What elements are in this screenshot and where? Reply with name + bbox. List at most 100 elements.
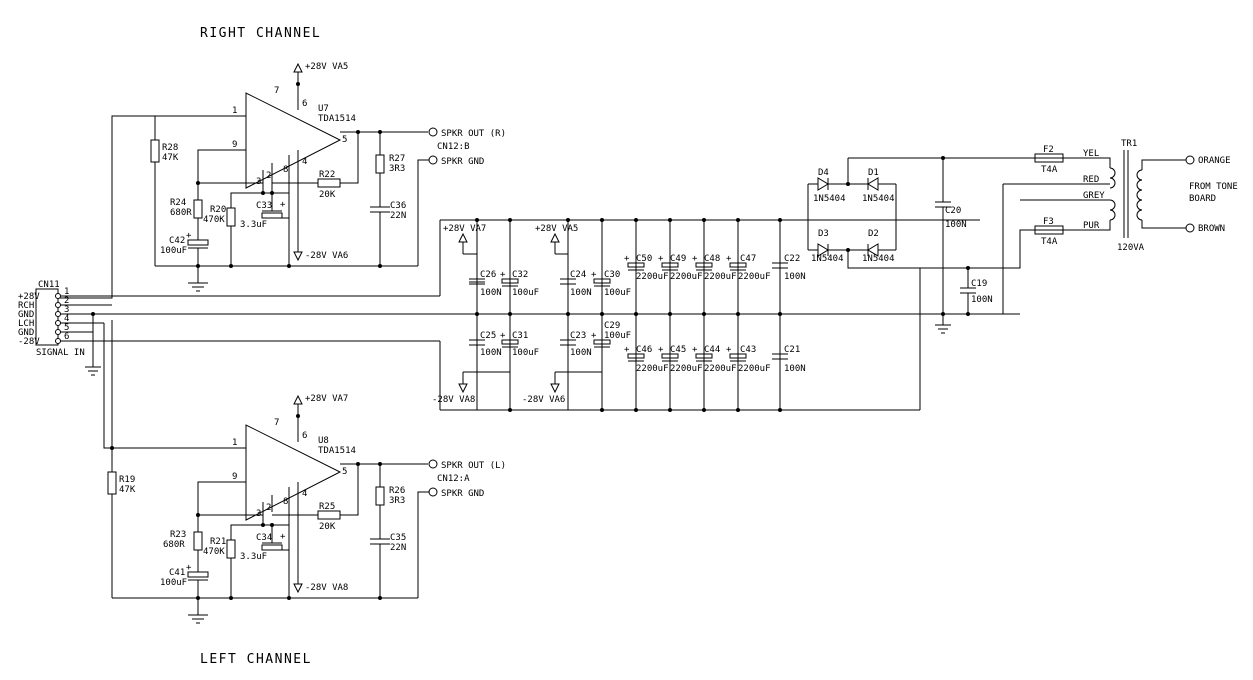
d4-diode — [817, 177, 829, 191]
c48-ref: C48 — [704, 254, 720, 264]
r26-value: 3R3 — [389, 496, 405, 506]
top-capacitor-row: C26 100N + C32 100uF C24 100N + C30 100u… — [469, 254, 806, 298]
cn11-pin1-num: 1 — [64, 287, 69, 297]
c26-ref: C26 — [480, 270, 496, 280]
c36-value: 22N — [390, 211, 406, 221]
c33-capacitor — [261, 212, 283, 219]
u8-amplifier-symbol — [245, 424, 342, 521]
r20-value: 470K — [203, 215, 225, 225]
c25-value: 100N — [480, 348, 502, 358]
r22-value: 20K — [319, 190, 336, 200]
u7-pin6: 6 — [302, 99, 307, 109]
right-channel-amplifier: U7 TDA1514 1 R28 47K 9 R24 680R C42 100u… — [58, 62, 506, 299]
cn11-pin2-label: RCH — [18, 301, 34, 311]
d1-ref: D1 — [868, 168, 879, 178]
r26-resistor — [375, 486, 385, 506]
r23-value: 680R — [163, 540, 185, 550]
primary-orange: ORANGE — [1198, 156, 1231, 166]
f2-ref: F2 — [1043, 145, 1054, 155]
c29-ref: C29 — [604, 321, 620, 331]
d3-diode — [817, 243, 829, 257]
u7-pin9: 9 — [232, 140, 237, 150]
u8-vneg: -28V VA8 — [305, 583, 348, 593]
c41-capacitor — [187, 571, 209, 578]
c24-value: 100N — [570, 288, 592, 298]
c43-value: 2200uF — [738, 364, 771, 374]
r22-resistor — [317, 178, 341, 188]
d4-ref: D4 — [818, 168, 829, 178]
f3-value: T4A — [1041, 237, 1058, 247]
rail-va7-pos: +28V VA7 — [443, 224, 486, 234]
c45-value: 2200uF — [670, 364, 703, 374]
cn12b-label: CN12:B — [437, 142, 470, 152]
u8-pin6: 6 — [302, 431, 307, 441]
primary-brown: BROWN — [1198, 224, 1225, 234]
cn11-ref: CN11 — [38, 280, 60, 290]
u7-pin3: 3 — [256, 177, 261, 187]
c32-ref: C32 — [512, 270, 528, 280]
supply-filter-bank: +28V VA7 +28V VA5 -28V VA8 -28V VA6 — [432, 218, 980, 412]
c23-ref: C23 — [570, 331, 586, 341]
c19-ref: C19 — [971, 279, 987, 289]
svg-text:+: + — [624, 254, 630, 264]
c34-ref: C34 — [256, 533, 272, 543]
d1-part: 1N5404 — [862, 194, 895, 204]
c46-ref: C46 — [636, 345, 652, 355]
c43-ref: C43 — [740, 345, 756, 355]
c41-value: 100uF — [160, 578, 187, 588]
u8-pin5: 5 — [342, 467, 347, 477]
spkr-gnd-r-terminal — [428, 155, 438, 165]
cn11-pin4-num: 4 — [64, 314, 69, 324]
c24-ref: C24 — [570, 270, 586, 280]
c32-value: 100uF — [512, 288, 539, 298]
r23-ref: R23 — [170, 530, 186, 540]
c35-value: 22N — [390, 543, 406, 553]
cn11-pin5-label: GND — [18, 328, 34, 338]
r24-ref: R24 — [170, 198, 186, 208]
c33-ref: C33 — [256, 201, 272, 211]
spkr-out-r-label: SPKR OUT (R) — [441, 129, 506, 139]
c42-ref: C42 — [169, 236, 185, 246]
d2-part: 1N5404 — [862, 254, 895, 264]
r19-resistor — [107, 471, 117, 495]
cn11-pin2-num: 2 — [64, 296, 69, 306]
r23-resistor — [193, 531, 203, 551]
svg-text:+: + — [591, 331, 597, 341]
u7-pin2: 2 — [266, 171, 271, 181]
c21-ref: C21 — [784, 345, 800, 355]
c21-value: 100N — [784, 364, 806, 374]
u7-pin5: 5 — [342, 135, 347, 145]
cn11-pin3-label: GND — [18, 310, 34, 320]
u7-ref: U7 — [318, 104, 329, 114]
c20-value: 100N — [945, 220, 967, 230]
svg-text:+: + — [726, 345, 732, 355]
c45-ref: C45 — [670, 345, 686, 355]
tr1-ref: TR1 — [1121, 139, 1137, 149]
f2-value: T4A — [1041, 165, 1058, 175]
cn11-pin5-num: 5 — [64, 323, 69, 333]
c44-value: 2200uF — [704, 364, 737, 374]
r24-value: 680R — [170, 208, 192, 218]
c31-ref: C31 — [512, 331, 528, 341]
u8-pin7: 7 — [274, 418, 279, 428]
svg-text:+: + — [726, 254, 732, 264]
r21-value: 470K — [203, 547, 225, 557]
u8-vpos: +28V VA7 — [305, 394, 348, 404]
cn11-pin3-num: 3 — [64, 305, 69, 315]
left-channel-title: LEFT CHANNEL — [200, 652, 312, 667]
c29-value: 100uF — [604, 331, 631, 341]
c42-capacitor — [187, 239, 209, 246]
u7-pin7: 7 — [274, 86, 279, 96]
c22-value: 100N — [784, 272, 806, 282]
c20-ref: C20 — [945, 206, 961, 216]
r24-resistor — [193, 199, 203, 219]
tone-board-line1: FROM TONE — [1189, 182, 1238, 192]
r19-value: 47K — [119, 485, 136, 495]
c47-ref: C47 — [740, 254, 756, 264]
u8-pin8: 8 — [283, 497, 288, 507]
u7-pin4: 4 — [302, 157, 307, 167]
svg-text:+: + — [624, 345, 630, 355]
u7-part: TDA1514 — [318, 114, 356, 124]
c50-value: 2200uF — [636, 272, 669, 282]
c46-value: 2200uF — [636, 364, 669, 374]
